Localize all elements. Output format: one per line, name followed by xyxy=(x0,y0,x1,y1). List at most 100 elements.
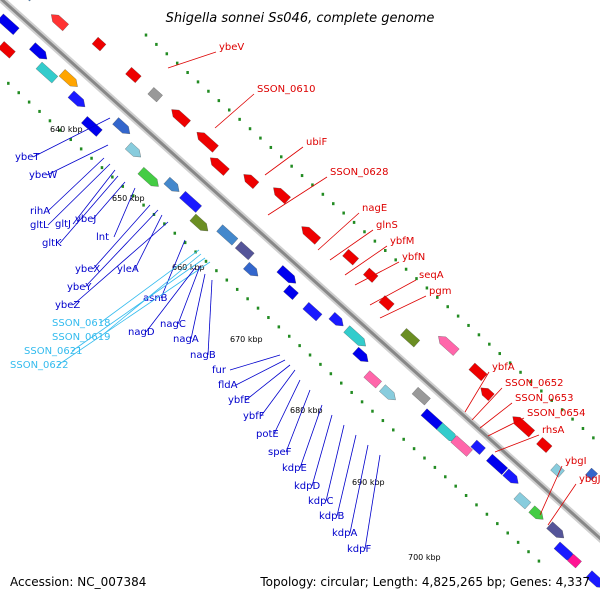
gc-dot xyxy=(163,222,166,226)
gc-dot xyxy=(485,512,489,516)
gc-dot xyxy=(540,389,543,393)
gene-label-ybfn: ybfN xyxy=(402,252,425,263)
gene-feature xyxy=(0,13,20,36)
gene-label-nagc: nagC xyxy=(160,319,186,330)
gene-label-spef: speF xyxy=(268,447,292,458)
gene-feature xyxy=(67,90,86,108)
left-label-leader xyxy=(364,454,381,550)
right-label-leader xyxy=(379,295,427,319)
gc-dot xyxy=(527,550,530,554)
gene-feature xyxy=(29,42,48,60)
gc-dot xyxy=(508,361,512,365)
gc-dot xyxy=(298,344,301,348)
gc-dot xyxy=(175,61,179,65)
gc-dot xyxy=(412,447,416,451)
gene-label-sson_0654: SSON_0654 xyxy=(527,408,586,419)
right-label-leader xyxy=(494,434,540,453)
gc-dot xyxy=(287,334,291,338)
gc-dot xyxy=(350,390,353,394)
gene-feature xyxy=(35,61,59,84)
left-label-leader xyxy=(57,261,211,366)
gene-label-riha: rihA xyxy=(30,206,50,217)
gene-feature xyxy=(342,249,359,266)
gene-label-ybfa: ybfA xyxy=(492,362,515,373)
gc-dot xyxy=(342,211,345,215)
gc-dot xyxy=(384,249,387,253)
gc-dot xyxy=(38,109,41,113)
right-label-leader xyxy=(344,245,388,276)
left-label-leader xyxy=(190,273,206,340)
left-label-leader xyxy=(47,157,105,212)
gene-feature xyxy=(163,176,180,192)
scale-tick-label: 690 kbp xyxy=(352,478,385,487)
gene-feature xyxy=(512,416,535,438)
gene-feature xyxy=(125,67,142,83)
gene-feature xyxy=(363,267,379,283)
gc-dot xyxy=(319,362,322,366)
left-label-leader xyxy=(84,209,159,288)
scale-tick-label: 700 kbp xyxy=(408,553,441,562)
gc-dot xyxy=(506,531,509,535)
left-label-leader xyxy=(59,175,119,244)
gc-dot xyxy=(467,323,470,327)
left-label-leader xyxy=(336,434,357,517)
right-label-leader xyxy=(539,465,563,516)
gc-dot xyxy=(311,183,314,187)
gene-label-sson_0621: SSON_0621 xyxy=(24,346,83,357)
gene-label-sson_0628: SSON_0628 xyxy=(330,167,389,178)
gc-dot xyxy=(173,231,177,235)
gc-dot xyxy=(238,117,241,121)
gc-dot xyxy=(592,436,595,440)
gc-dot xyxy=(235,287,239,291)
gene-feature xyxy=(378,295,395,311)
left-label-leader xyxy=(92,181,126,220)
genome-backbone xyxy=(0,0,600,543)
gc-dot xyxy=(269,145,273,149)
gene-feature xyxy=(234,241,255,261)
topology-text: Topology: circular; Length: 4,825,265 bp… xyxy=(259,575,590,589)
gene-feature xyxy=(343,325,366,347)
gene-label-ybgi: ybgI xyxy=(565,456,587,467)
gene-label-fur: fur xyxy=(212,365,227,376)
gene-label-sson_0652: SSON_0652 xyxy=(505,378,564,389)
gene-feature xyxy=(480,387,495,401)
gc-dot xyxy=(267,316,270,320)
gc-dot xyxy=(300,174,304,178)
map-title: Shigella sonnei Ss046, complete genome xyxy=(166,11,435,26)
gene-feature xyxy=(438,336,460,356)
gene-feature xyxy=(302,302,323,322)
gc-dot xyxy=(131,194,135,198)
gene-label-pgm: pgm xyxy=(429,286,451,297)
right-label-leader xyxy=(369,279,417,306)
gene-label-nagb: nagB xyxy=(190,350,216,361)
gc-dot xyxy=(392,428,395,432)
gene-feature xyxy=(400,328,421,348)
gc-dot xyxy=(475,503,478,507)
gene-label-glns: glnS xyxy=(376,220,398,231)
gc-dot xyxy=(111,175,114,179)
gc-dot xyxy=(165,52,169,56)
gene-feature xyxy=(450,435,473,457)
gene-label-kdpf: kdpF xyxy=(347,544,371,555)
left-label-leader xyxy=(72,221,169,306)
gc-dot xyxy=(371,409,374,413)
gc-dot xyxy=(373,239,377,243)
gene-label-ybey: ybeY xyxy=(67,282,92,293)
left-label-leader xyxy=(260,369,296,417)
gc-dot xyxy=(207,89,210,93)
gene-feature xyxy=(352,346,369,362)
left-label-leader xyxy=(349,444,369,534)
left-label-leader xyxy=(245,364,291,401)
gc-dot xyxy=(498,352,501,356)
gene-label-ybfm: ybfM xyxy=(390,236,414,247)
gene-feature xyxy=(585,467,598,481)
gc-dot xyxy=(360,400,364,404)
gc-dot xyxy=(248,127,252,131)
gene-feature xyxy=(51,14,69,32)
gc-dot xyxy=(69,138,72,142)
gc-dot xyxy=(321,192,325,196)
left-label-leader xyxy=(47,163,111,226)
gene-feature xyxy=(328,312,344,327)
gene-feature xyxy=(283,284,299,300)
